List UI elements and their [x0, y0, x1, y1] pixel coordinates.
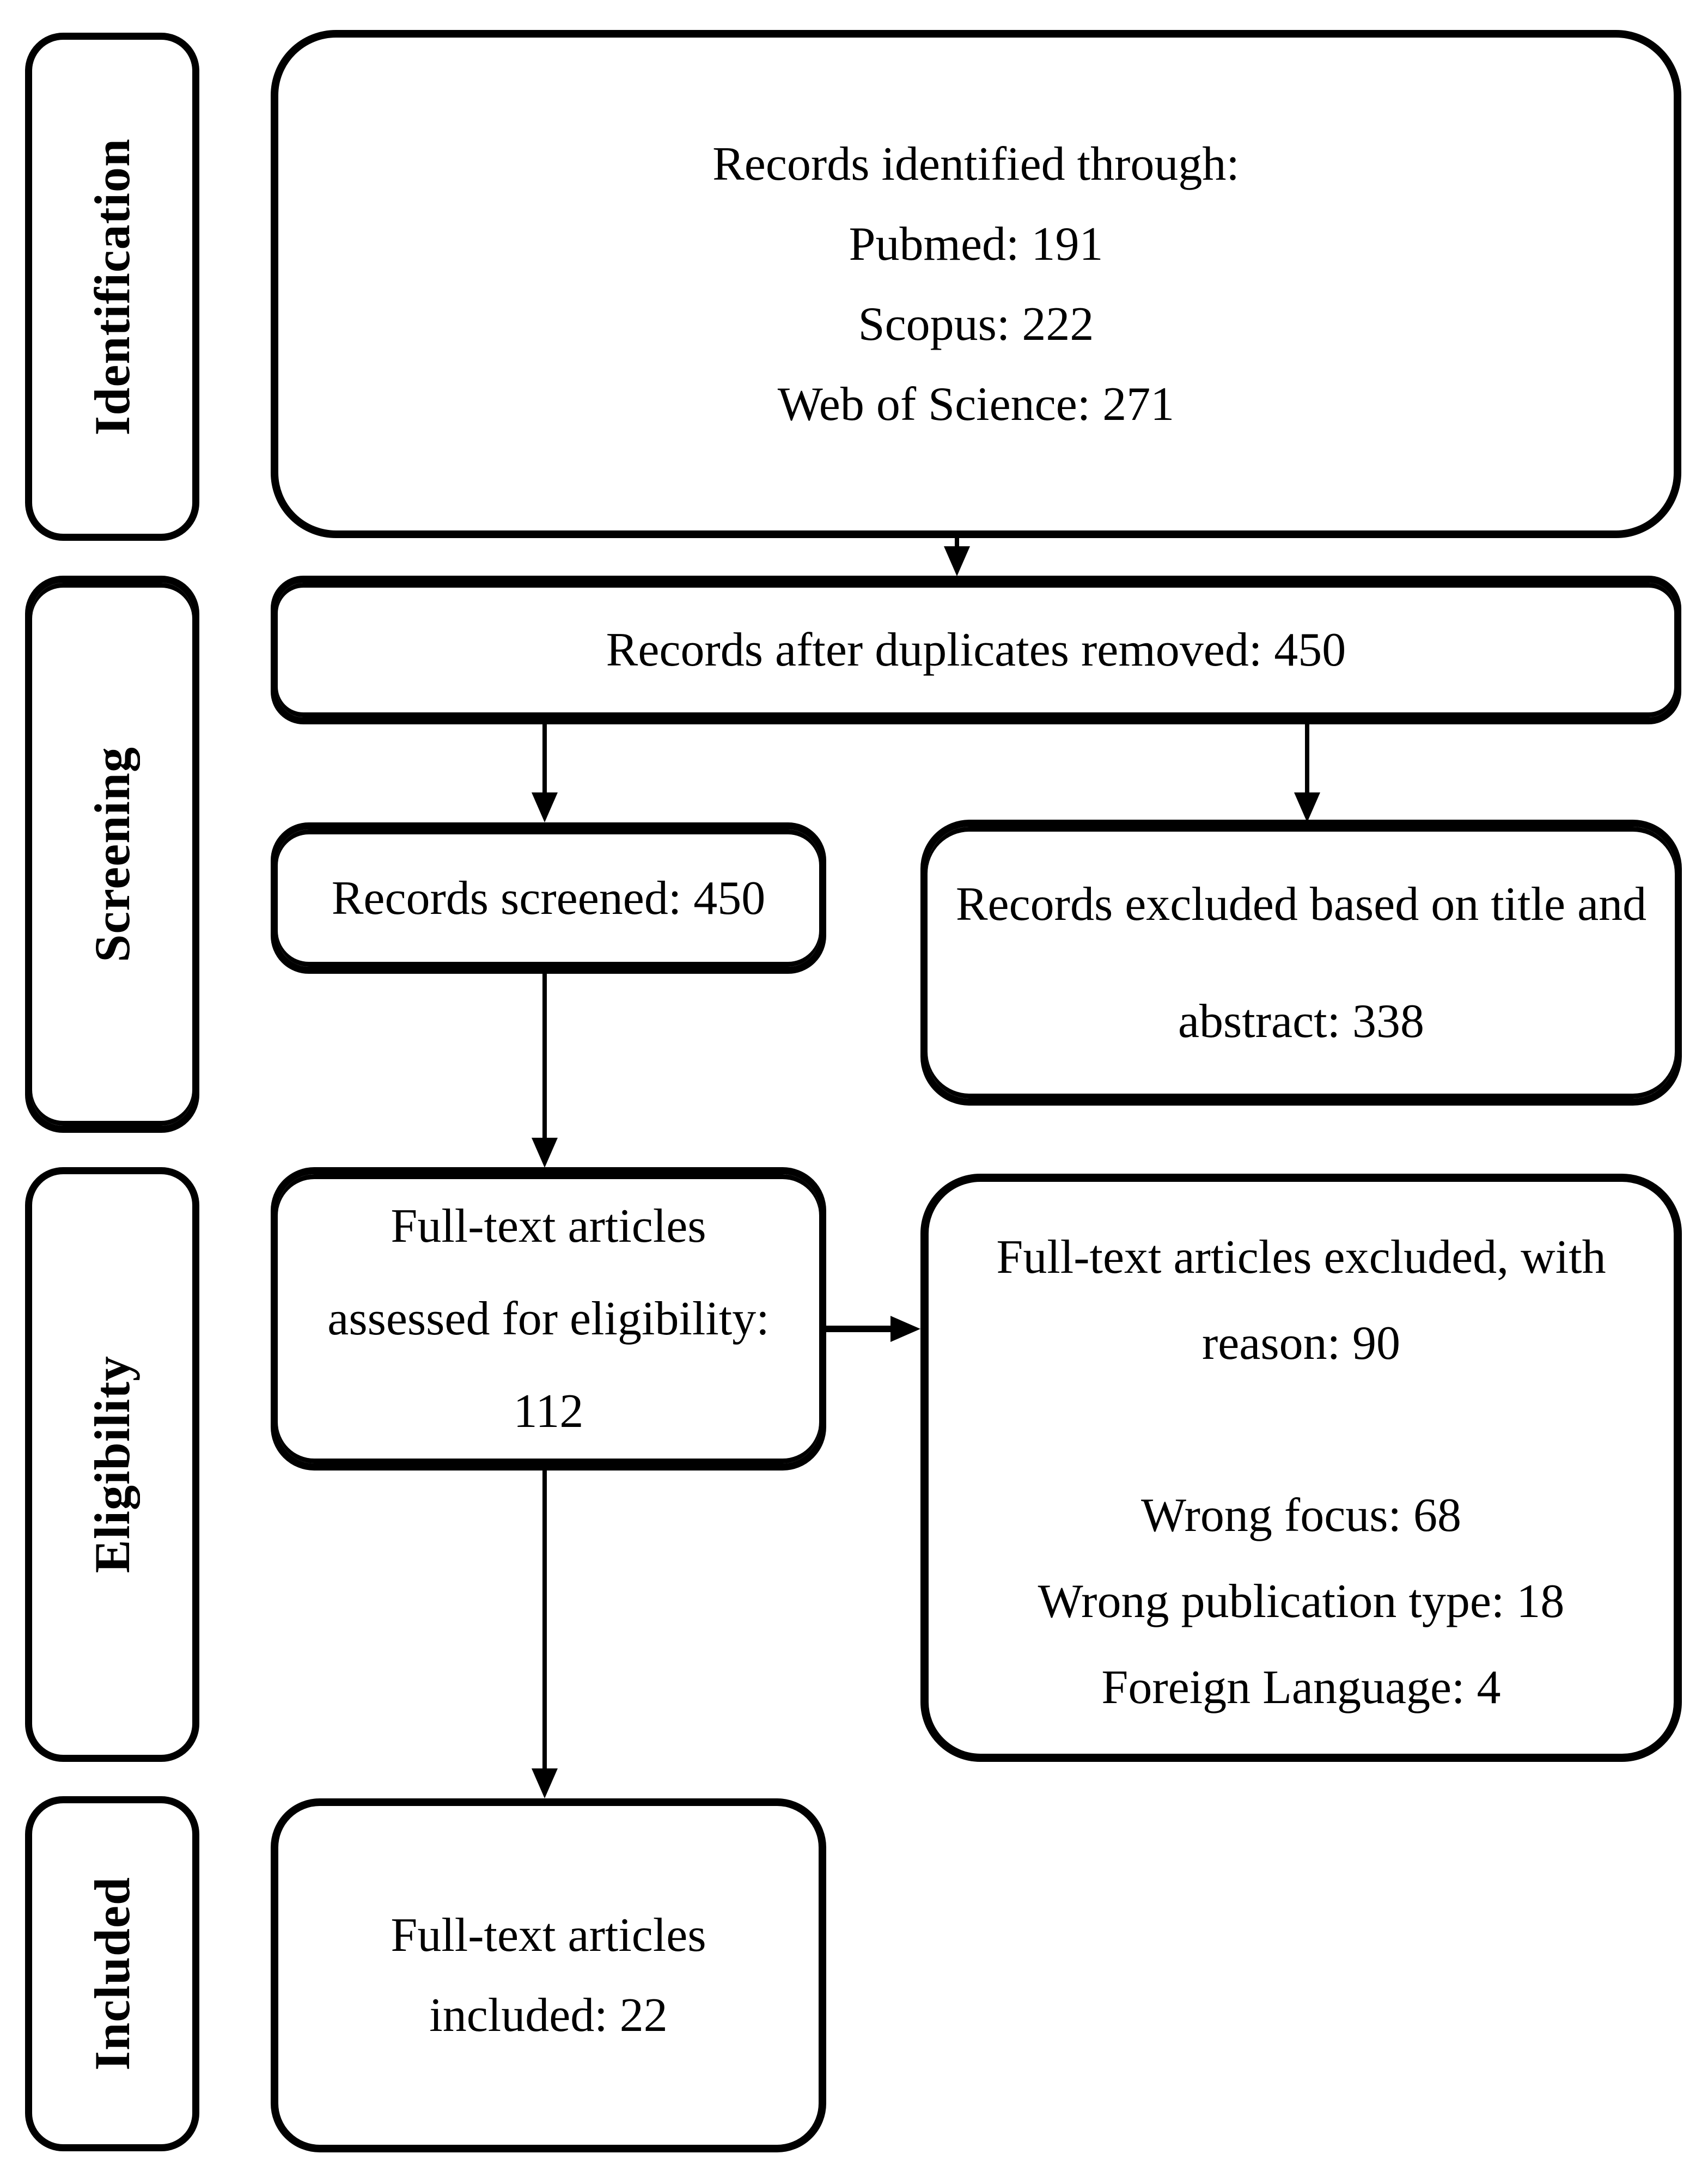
arrow-assessed-to-excluded-shaft — [826, 1326, 893, 1332]
stage-box-identification: Identification — [25, 33, 199, 541]
arrow-duplicates-to-excluded-shaft — [1305, 724, 1309, 795]
box-records-screened: Records screened: 450 — [271, 822, 826, 974]
arrow-screened-to-assessed-shaft — [542, 974, 547, 1140]
duplicates-removed-text: Records after duplicates removed: 450 — [606, 624, 1346, 676]
fulltext-excluded-reasons: Wrong focus: 68 Wrong publication type: … — [1038, 1473, 1565, 1731]
records-screened-text: Records screened: 450 — [331, 871, 766, 925]
arrow-screened-to-assessed-head — [532, 1138, 558, 1168]
stage-box-screening: Screening — [25, 576, 199, 1133]
records-identified-scopus: Scopus: 222 — [858, 297, 1094, 351]
arrow-duplicates-to-screened-head — [532, 792, 558, 822]
records-excluded-line-1: Records excluded based on title and — [955, 877, 1647, 931]
stage-label-screening: Screening — [84, 746, 140, 962]
arrow-identified-to-duplicates-head — [944, 546, 970, 576]
arrow-duplicates-to-screened-shaft — [542, 724, 547, 795]
arrow-duplicates-to-excluded-head — [1294, 792, 1320, 822]
reason-wrong-publication-type: Wrong publication type: 18 — [1038, 1575, 1565, 1628]
stage-label-included: Included — [84, 1877, 140, 2071]
box-records-identified: Records identified through: Pubmed: 191 … — [271, 30, 1681, 538]
box-records-excluded-title-abstract: Records excluded based on title and abst… — [920, 820, 1682, 1106]
fulltext-included-line-2: included: 22 — [429, 1989, 668, 2042]
reason-foreign-language: Foreign Language: 4 — [1101, 1661, 1501, 1714]
reason-wrong-focus: Wrong focus: 68 — [1141, 1489, 1461, 1542]
arrow-assessed-to-included-head — [532, 1768, 558, 1798]
fulltext-assessed-line-1: Full-text articles — [391, 1199, 706, 1253]
arrow-identified-to-duplicates-shaft — [955, 538, 959, 549]
stage-label-eligibility: Eligibility — [84, 1356, 140, 1573]
stage-box-included: Included — [25, 1796, 199, 2151]
records-identified-web-of-science: Web of Science: 271 — [777, 377, 1175, 431]
fulltext-excluded-line-1: Full-text articles excluded, with — [996, 1231, 1606, 1284]
stage-label-identification: Identification — [84, 138, 140, 436]
fulltext-assessed-line-2: assessed for eligibility: — [327, 1292, 770, 1345]
box-fulltext-excluded: Full-text articles excluded, with reason… — [920, 1174, 1682, 1762]
records-identified-title: Records identified through: — [712, 137, 1240, 191]
box-fulltext-assessed: Full-text articles assessed for eligibil… — [271, 1167, 826, 1471]
fulltext-excluded-line-2: reason: 90 — [1201, 1317, 1401, 1370]
box-fulltext-included: Full-text articles included: 22 — [271, 1798, 826, 2152]
records-excluded-line-2: abstract: 338 — [1178, 994, 1425, 1048]
arrow-assessed-to-excluded-head — [890, 1316, 920, 1342]
fulltext-included-line-1: Full-text articles — [391, 1909, 706, 1962]
records-identified-pubmed: Pubmed: 191 — [849, 217, 1103, 271]
fulltext-assessed-count: 112 — [513, 1384, 584, 1438]
box-duplicates-removed: Records after duplicates removed: 450 — [271, 576, 1681, 724]
arrow-assessed-to-included-shaft — [542, 1471, 547, 1771]
stage-box-eligibility: Eligibility — [25, 1167, 199, 1762]
